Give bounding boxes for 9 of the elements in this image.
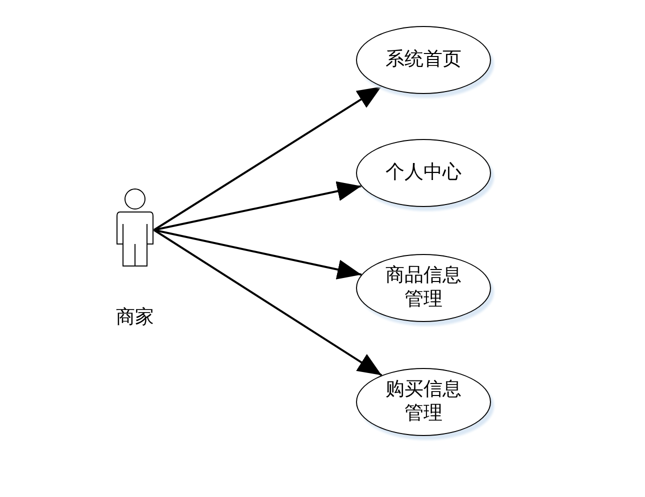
use-case-ellipse: 购买信息管理 [356, 368, 491, 436]
arrow [154, 181, 362, 231]
use-case-ellipse: 个人中心 [356, 139, 491, 207]
actor-label: 商家 [115, 305, 155, 330]
use-case-ellipse: 系统首页 [356, 26, 491, 94]
arrow [153, 229, 382, 376]
arrow [153, 86, 382, 231]
use-case-ellipse: 商品信息管理 [356, 254, 491, 322]
arrow [154, 229, 362, 280]
